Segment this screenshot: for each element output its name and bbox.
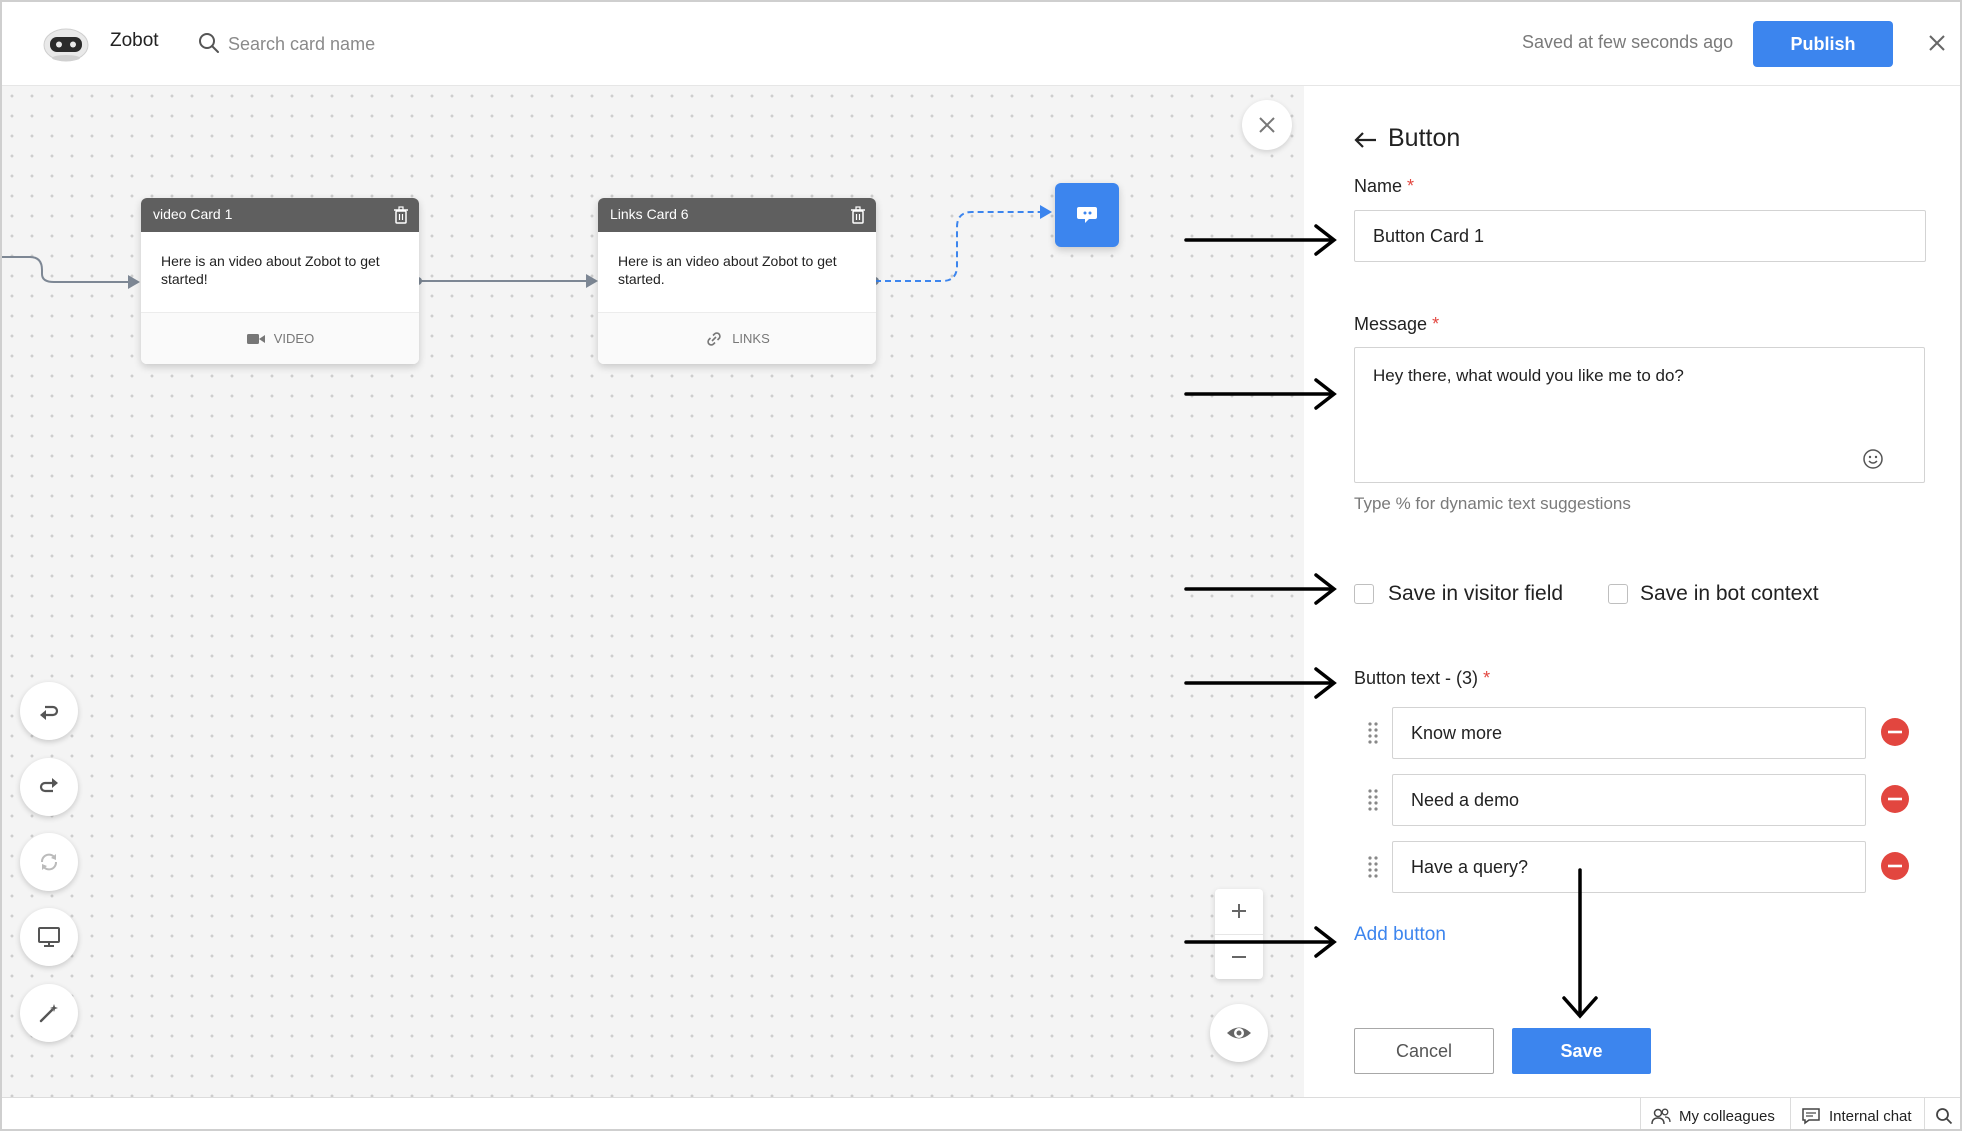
eye-icon <box>1227 1027 1251 1039</box>
chat-bubble-icon <box>1077 207 1097 223</box>
panel-title: Button <box>1388 124 1461 152</box>
cancel-button[interactable]: Cancel <box>1354 1028 1494 1074</box>
remove-circle-icon[interactable] <box>1880 717 1910 747</box>
zoom-out-button[interactable] <box>1215 934 1263 979</box>
message-hint: Type % for dynamic text suggestions <box>1354 494 1631 513</box>
remove-circle-icon[interactable] <box>1880 784 1910 814</box>
canvas-close-button[interactable] <box>1242 100 1292 150</box>
redo-icon <box>39 778 58 793</box>
my-colleagues-button[interactable]: My colleagues <box>1640 1098 1785 1129</box>
internal-chat-button[interactable]: Internal chat <box>1790 1098 1922 1129</box>
preview-button[interactable] <box>1210 1004 1268 1062</box>
button-text-field-1[interactable] <box>1392 707 1866 759</box>
card-type-label: VIDEO <box>273 331 315 346</box>
people-icon <box>1651 1108 1671 1125</box>
close-icon <box>1259 117 1275 133</box>
button-text-field-3[interactable] <box>1392 841 1866 893</box>
refresh-icon <box>41 853 57 871</box>
video-camera-icon <box>246 333 265 344</box>
flow-card-video[interactable]: video Card 1 Here is an video about Zobo… <box>141 198 419 364</box>
save-visitor-label: Save in visitor field <box>1388 582 1564 605</box>
save-bot-context-label: Save in bot context <box>1640 582 1819 605</box>
card-body: Here is an video about Zobot to get star… <box>161 253 380 287</box>
required-mark: * <box>1432 314 1440 334</box>
card-title: video Card 1 <box>153 206 233 222</box>
refresh-button[interactable] <box>20 833 78 891</box>
drag-handle-icon[interactable] <box>1366 720 1380 744</box>
footer-search-button[interactable] <box>1924 1098 1960 1129</box>
internal-chat-label: Internal chat <box>1829 1107 1912 1125</box>
search-card-input[interactable] <box>228 28 528 60</box>
undo-icon <box>40 705 59 720</box>
trash-icon[interactable] <box>393 206 409 224</box>
plus-icon <box>1232 904 1246 918</box>
top-header: Zobot Saved at few seconds ago Publish <box>2 2 1960 86</box>
chat-icon <box>1802 1108 1820 1125</box>
search-icon[interactable] <box>198 32 220 54</box>
undo-button[interactable] <box>20 682 78 740</box>
trash-icon[interactable] <box>850 206 866 224</box>
zoom-controls <box>1215 889 1263 979</box>
name-field[interactable] <box>1354 210 1926 262</box>
magic-wand-icon <box>39 1004 58 1023</box>
card-body: Here is an video about Zobot to get star… <box>618 253 837 287</box>
back-arrow-icon[interactable] <box>1352 128 1378 152</box>
card-type-label: LINKS <box>732 331 770 346</box>
button-text-label-text: Button text - (3) <box>1354 668 1479 688</box>
save-button[interactable]: Save <box>1512 1028 1651 1074</box>
drag-handle-icon[interactable] <box>1366 787 1380 811</box>
search-icon <box>1936 1108 1953 1125</box>
status-footer: My colleagues Internal chat <box>2 1097 1960 1129</box>
redo-button[interactable] <box>20 758 78 816</box>
name-label-text: Name <box>1354 176 1403 196</box>
minus-icon <box>1232 956 1246 958</box>
button-text-label: Button text - (3) * <box>1354 668 1490 689</box>
publish-button[interactable]: Publish <box>1753 21 1893 67</box>
button-text-field-2[interactable] <box>1392 774 1866 826</box>
flow-card-links[interactable]: Links Card 6 Here is an video about Zobo… <box>598 198 876 364</box>
drag-handle-icon[interactable] <box>1366 854 1380 878</box>
message-label: Message * <box>1354 314 1439 335</box>
save-bot-context-checkbox[interactable] <box>1608 584 1628 604</box>
monitor-icon <box>38 927 60 947</box>
remove-circle-icon[interactable] <box>1880 851 1910 881</box>
zobot-logo-icon <box>43 28 89 62</box>
link-icon <box>707 331 721 346</box>
my-colleagues-label: My colleagues <box>1679 1107 1775 1125</box>
emoji-icon[interactable] <box>1862 448 1884 470</box>
saved-status: Saved at few seconds ago <box>1522 32 1734 52</box>
add-button-link[interactable]: Add button <box>1354 924 1446 945</box>
message-field[interactable]: Hey there, what would you like me to do? <box>1354 347 1925 483</box>
app-name: Zobot <box>110 30 159 51</box>
name-label: Name * <box>1354 176 1414 197</box>
close-icon[interactable] <box>1922 28 1952 58</box>
card-title: Links Card 6 <box>610 206 689 222</box>
button-card-node[interactable] <box>1055 183 1119 247</box>
message-label-text: Message <box>1354 314 1428 334</box>
monitor-button[interactable] <box>20 908 78 966</box>
zoom-in-button[interactable] <box>1215 889 1263 934</box>
required-mark: * <box>1407 176 1415 196</box>
required-mark: * <box>1483 668 1491 688</box>
magic-wand-button[interactable] <box>20 984 78 1042</box>
save-visitor-checkbox[interactable] <box>1354 584 1374 604</box>
